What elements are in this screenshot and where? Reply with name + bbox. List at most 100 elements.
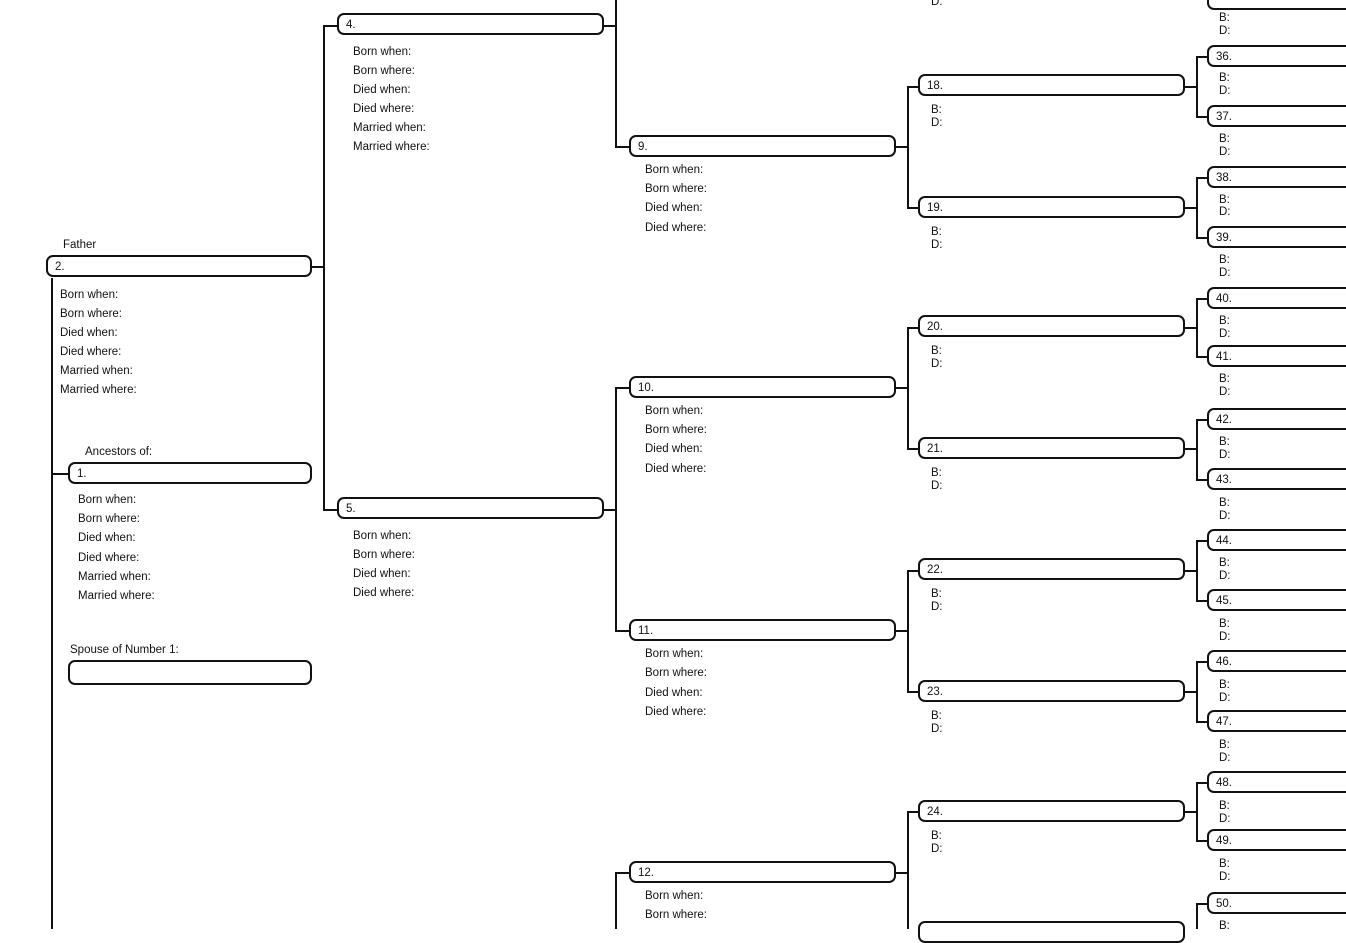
person-box-5[interactable]: 5.	[337, 497, 604, 519]
connector-line	[1196, 479, 1208, 481]
connector-line	[1183, 570, 1197, 572]
person-box-4[interactable]: 4.	[337, 13, 604, 35]
d-field: D:	[1219, 510, 1231, 522]
died-when-field: Died when:	[353, 568, 411, 580]
d-field: D:	[931, 358, 943, 370]
person-box-38[interactable]: 38.	[1207, 166, 1346, 188]
person-number: 23.	[927, 686, 943, 698]
person-box-2[interactable]: 2.	[46, 255, 312, 277]
b-field: B:	[1219, 194, 1230, 206]
person-number: 48.	[1216, 777, 1232, 789]
born-when-field: Born when:	[353, 530, 412, 542]
connector-line	[1183, 448, 1197, 450]
connector-line	[907, 811, 919, 813]
person-box-18[interactable]: 18.	[918, 74, 1185, 96]
died-when-field: Died when:	[645, 202, 703, 214]
connector-line	[907, 86, 909, 209]
born-when-field: Born when:	[645, 405, 704, 417]
connector-line	[603, 25, 616, 27]
person-box-11[interactable]: 11.	[629, 619, 896, 641]
connector-line	[895, 146, 908, 148]
connector-line	[907, 691, 919, 693]
person-box-1[interactable]: 1.	[68, 462, 312, 484]
person-box-24[interactable]: 24.	[918, 800, 1185, 822]
person-box-43[interactable]: 43.	[1207, 468, 1346, 490]
connector-line	[1196, 356, 1208, 358]
born-where-field: Born where:	[353, 65, 416, 77]
connector-line	[1196, 721, 1208, 723]
person-box-42[interactable]: 42.	[1207, 408, 1346, 430]
person-box-41[interactable]: 41.	[1207, 345, 1346, 367]
person-box-40[interactable]: 40.	[1207, 287, 1346, 309]
connector-line	[895, 872, 908, 874]
married-where-field: Married where:	[78, 590, 155, 602]
connector-line	[1196, 540, 1198, 602]
connector-line	[1196, 600, 1208, 602]
married-when-field: Married when:	[60, 365, 133, 377]
person-box-20[interactable]: 20.	[918, 315, 1185, 337]
b-field: B:	[1219, 557, 1230, 569]
person-box-9[interactable]: 9.	[629, 135, 896, 157]
person-box-45[interactable]: 45.	[1207, 589, 1346, 611]
person-box-44[interactable]: 44.	[1207, 529, 1346, 551]
b-field: B:	[931, 226, 942, 238]
spouse-label: Spouse of Number 1:	[70, 644, 179, 656]
b-field: B:	[1219, 373, 1230, 385]
person-box-partial[interactable]	[918, 921, 1185, 943]
person-number: 5.	[346, 503, 356, 515]
connector-line	[907, 570, 919, 572]
person-number: 41.	[1216, 351, 1232, 363]
person-box-21[interactable]: 21.	[918, 437, 1185, 459]
person-box-50[interactable]: 50.	[1207, 892, 1346, 914]
b-field: B:	[1219, 254, 1230, 266]
died-where-field: Died where:	[353, 103, 415, 115]
person-number: 37.	[1216, 111, 1232, 123]
person-number: 43.	[1216, 474, 1232, 486]
person-number: 49.	[1216, 835, 1232, 847]
bd-field: D:	[1219, 25, 1231, 37]
died-when-field: Died when:	[645, 443, 703, 455]
connector-line	[603, 509, 616, 511]
spouse-box[interactable]	[68, 660, 312, 685]
person-box-36[interactable]: 36.	[1207, 45, 1346, 67]
died-where-field: Died where:	[645, 222, 707, 234]
person-number: 44.	[1216, 535, 1232, 547]
born-where-field: Born where:	[645, 183, 708, 195]
b-field: B:	[931, 104, 942, 116]
connector-line	[323, 25, 338, 27]
connector-line	[1196, 840, 1208, 842]
connector-line	[907, 327, 909, 450]
person-box-19[interactable]: 19.	[918, 196, 1185, 218]
connector-line	[1196, 298, 1208, 300]
d-field: D:	[1219, 813, 1231, 825]
person-box-22[interactable]: 22.	[918, 558, 1185, 580]
person-box-39[interactable]: 39.	[1207, 226, 1346, 248]
connector-line	[323, 509, 338, 511]
person-box-10[interactable]: 10.	[629, 376, 896, 398]
connector-line	[615, 872, 617, 929]
person-box-12[interactable]: 12.	[629, 861, 896, 883]
person-box-46[interactable]: 46.	[1207, 650, 1346, 672]
connector-line	[1196, 540, 1208, 542]
person-number: 2.	[55, 261, 65, 273]
connector-line	[907, 86, 919, 88]
person-number: 4.	[346, 19, 356, 31]
died-where-field: Died where:	[645, 706, 707, 718]
connector-line	[1196, 237, 1208, 239]
person-box-23[interactable]: 23.	[918, 680, 1185, 702]
b-field: B:	[931, 830, 942, 842]
person-number: 11.	[638, 625, 654, 637]
person-box-49[interactable]: 49.	[1207, 829, 1346, 851]
person-box-47[interactable]: 47.	[1207, 710, 1346, 732]
person-number: 9.	[638, 141, 648, 153]
person-box-48[interactable]: 48.	[1207, 771, 1346, 793]
born-when-field: Born when:	[645, 648, 704, 660]
person-box[interactable]	[1207, 0, 1346, 10]
person-number: 1.	[77, 468, 87, 480]
born-when-field: Born when:	[353, 46, 412, 58]
born-where-field: Born where:	[353, 549, 416, 561]
person-box-37[interactable]: 37.	[1207, 105, 1346, 127]
person-number: 40.	[1216, 293, 1232, 305]
connector-line	[1196, 782, 1198, 842]
person-number: 47.	[1216, 716, 1232, 728]
